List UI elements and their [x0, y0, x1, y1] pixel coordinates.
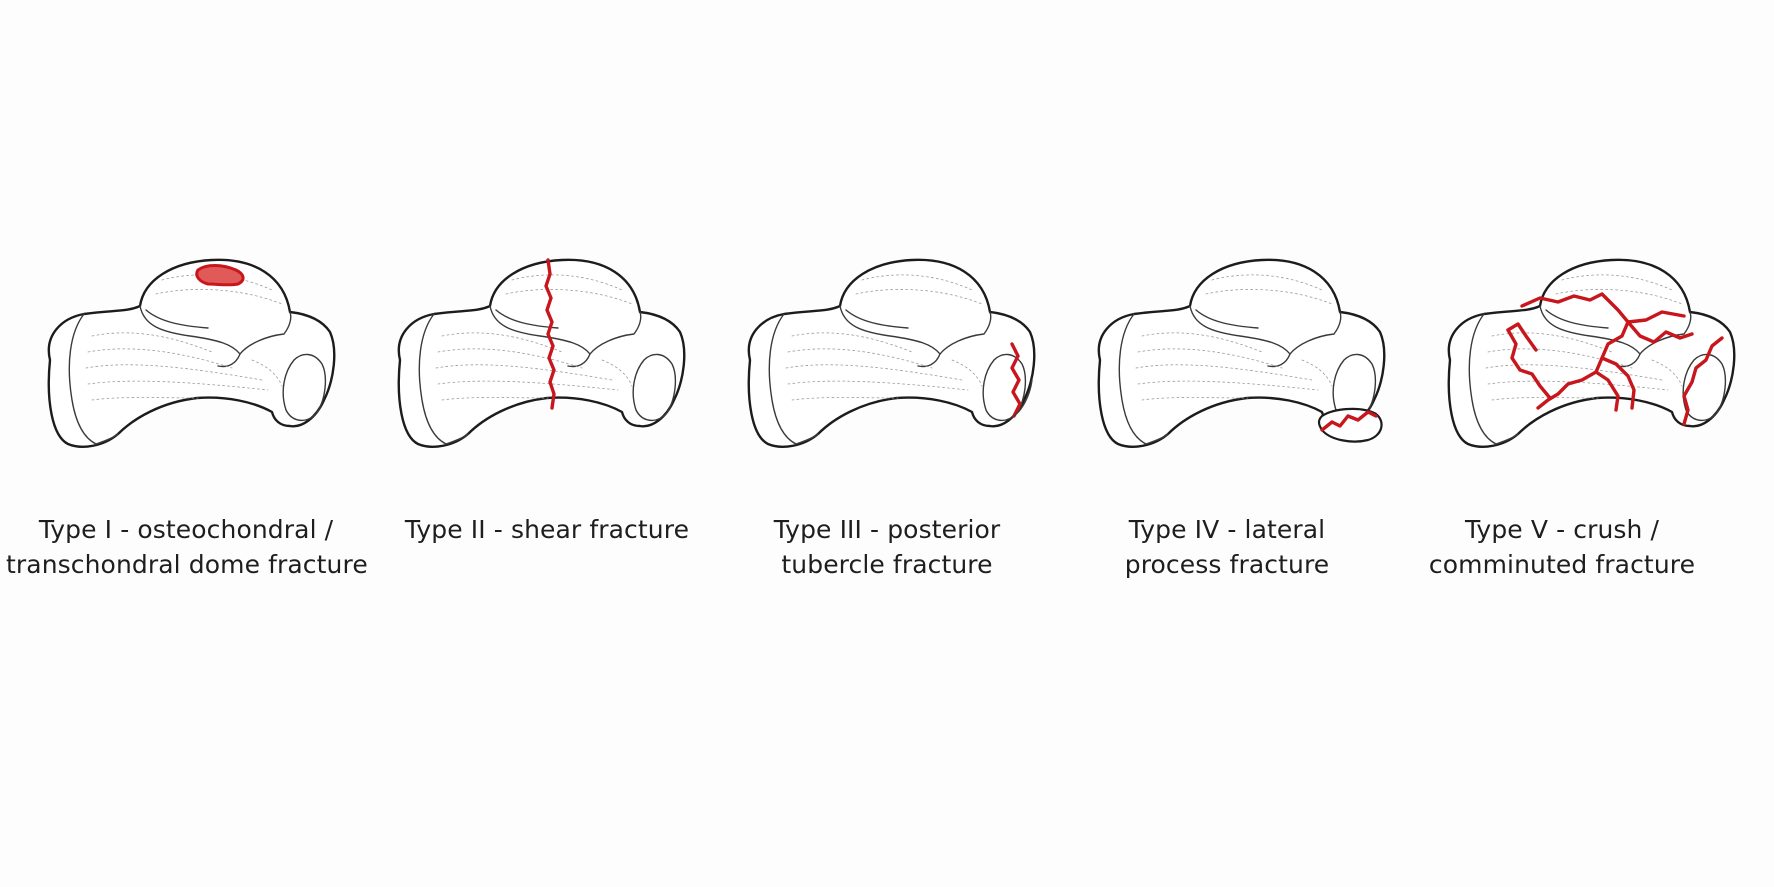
comminuted-fracture-line: [1626, 320, 1694, 344]
caption-type-2: Type II - shear fracture: [367, 512, 727, 547]
caption-line: Type I - osteochondral /: [38, 515, 334, 544]
talus-bone: [747, 258, 1036, 448]
caption-line: Type V - crush /: [1464, 515, 1660, 544]
panel-type-1: [22, 240, 352, 510]
comminuted-fracture-line: [1594, 370, 1620, 412]
talus-illustration-type-2: [397, 258, 686, 448]
panel-type-3: [722, 240, 1052, 510]
caption-line: transchondral dome fracture: [6, 550, 368, 579]
caption-type-1: Type I - osteochondral / transchondral d…: [6, 512, 368, 582]
caption-line: comminuted fracture: [1428, 550, 1696, 579]
dome-fracture-fragment: [195, 264, 245, 287]
talus-bone: [47, 258, 336, 448]
comminuted-fracture-line: [1600, 356, 1636, 410]
caption-line: process fracture: [1124, 550, 1330, 579]
comminuted-fracture-line: [1506, 328, 1552, 400]
caption-line: Type III - posterior: [773, 515, 1001, 544]
panel-type-2: [372, 240, 702, 510]
caption-line: tubercle fracture: [781, 550, 993, 579]
caption-line: Type IV - lateral: [1128, 515, 1326, 544]
tubercle-fragment-edge: [1013, 379, 1033, 417]
talus-illustration-type-4: [1097, 258, 1386, 448]
caption-type-4: Type IV - lateral process fracture: [1047, 512, 1407, 582]
talus-illustration-type-5: [1447, 258, 1736, 448]
shear-fracture-line: [544, 258, 556, 410]
caption-type-5: Type V - crush / comminuted fracture: [1382, 512, 1742, 582]
comminuted-fracture-line: [1520, 292, 1686, 324]
posterior-tubercle-fracture-line: [1010, 342, 1022, 418]
comminuted-fracture-line: [1536, 320, 1630, 410]
panel-type-4: [1072, 240, 1402, 510]
lateral-process-fragment: [1317, 407, 1383, 443]
lateral-process-fracture-line: [1320, 410, 1378, 432]
talus-bone: [397, 258, 686, 448]
panel-type-5: [1422, 240, 1752, 510]
talus-illustration-type-3: [747, 258, 1036, 448]
talus-bone: [1447, 258, 1736, 448]
talus-illustration-type-1: [47, 258, 336, 448]
caption-line: Type II - shear fracture: [404, 515, 690, 544]
caption-type-3: Type III - posterior tubercle fracture: [707, 512, 1067, 582]
comminuted-fracture-line: [1682, 336, 1724, 426]
comminuted-fracture-line: [1506, 322, 1538, 352]
